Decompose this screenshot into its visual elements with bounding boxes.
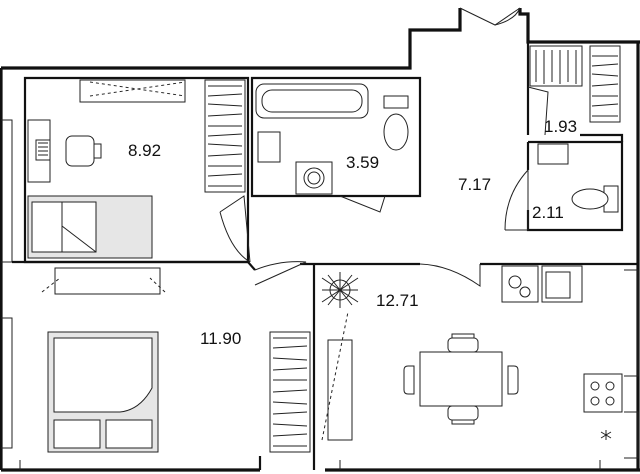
wardrobe-small-bedroom: [204, 79, 246, 193]
pillow-left: [53, 419, 101, 449]
small-bedroom-furniture: [27, 79, 186, 259]
bed-pillow: [31, 201, 63, 253]
plant-icon: [321, 272, 359, 308]
bathroom-sink: [257, 131, 281, 163]
chair: [65, 135, 95, 167]
tv-unit: [321, 311, 353, 441]
area-label-kitchen-living: 12.71: [376, 291, 419, 310]
wardrobe-large-bedroom: [269, 331, 311, 453]
dining-table: [419, 351, 503, 407]
kitchen-counter: [501, 265, 623, 440]
area-label-storage: 1.93: [544, 117, 578, 136]
storage-shelves: [529, 45, 621, 123]
toilet-room-furniture: [537, 143, 619, 213]
wc-bowl: [571, 188, 609, 210]
area-label-bedroom-large: 11.90: [200, 329, 242, 348]
bathroom-furniture: [255, 83, 409, 195]
wall-shelf-2: [54, 267, 161, 295]
interior-walls: [12, 42, 638, 470]
area-label-toilet: 2.11: [532, 203, 564, 222]
toilet-bowl: [383, 113, 409, 151]
toilet-tank: [383, 95, 409, 109]
area-label-hallway: 7.17: [458, 175, 492, 194]
large-bedroom-furniture: [41, 267, 166, 453]
area-label-bathroom: 3.59: [346, 153, 380, 172]
door-swings: [219, 7, 549, 287]
area-label-bedroom-small: 8.92: [128, 141, 162, 160]
toilet-sink: [537, 143, 569, 165]
dining-table-set: [403, 333, 519, 425]
wall-shelf: [79, 79, 186, 103]
pillow-right: [105, 419, 153, 449]
stove: [583, 373, 623, 413]
